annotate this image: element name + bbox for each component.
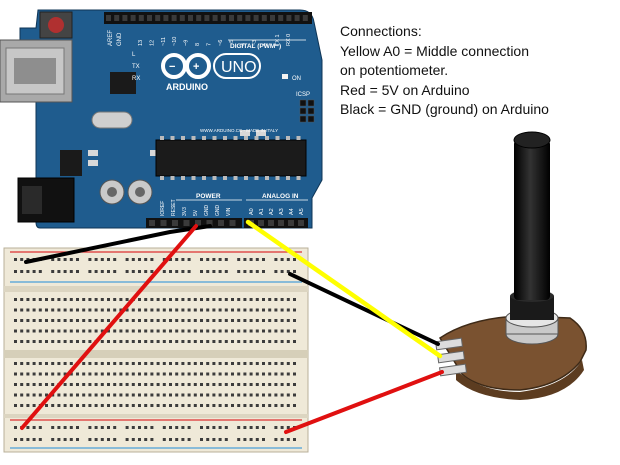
black-wire-pot	[288, 272, 440, 346]
digital-pin-label: 12	[149, 40, 155, 46]
svg-text:+: +	[193, 61, 199, 73]
digital-pin-label: ~3	[252, 40, 258, 46]
analog-pin-label: A2	[269, 208, 275, 215]
potentiometer	[435, 131, 587, 400]
notes-line-yellow: Yellow A0 = Middle connection	[340, 42, 529, 59]
analog-header	[244, 218, 308, 228]
red-wire-pot	[284, 370, 444, 434]
chip-pins	[160, 136, 301, 180]
digital-pin-label: 7	[206, 43, 212, 46]
digital-pin-label: ~9	[184, 40, 190, 46]
pot-terminals	[435, 337, 467, 377]
tx-label: TX	[132, 64, 140, 70]
l-label: L	[132, 52, 136, 58]
digital-pin-label: ~6	[218, 40, 224, 46]
gnd-label: GND	[117, 32, 123, 46]
digital-pin-label: 13	[138, 40, 144, 46]
red-wire-5v	[20, 224, 198, 430]
crystal	[91, 111, 133, 129]
analog-pin-label: A3	[279, 208, 285, 215]
analog-label: ANALOG IN	[262, 193, 299, 200]
analog-pin-label: A1	[259, 208, 265, 215]
power-header	[146, 218, 242, 228]
breadboard	[3, 247, 309, 453]
svg-text:−: −	[169, 61, 175, 73]
digital-pin-label: 4	[241, 43, 247, 46]
uno-logo-text: UNO	[221, 59, 257, 76]
power-pin-label: 5V	[193, 209, 199, 216]
analog-pin-label: A4	[289, 208, 295, 215]
digital-pin-label: ~10	[172, 37, 178, 46]
icsp-label: ICSP	[296, 92, 310, 98]
notes-line-black: Black = GND (ground) on Arduino	[340, 101, 549, 117]
power-pin-label: GND	[204, 205, 210, 217]
analog-pin-label: A5	[299, 208, 305, 215]
power-label: POWER	[196, 193, 221, 200]
aref-label: AREF	[108, 30, 114, 46]
arduino-logo: − +	[161, 53, 211, 79]
notes-line-red: Red = 5V on Arduino	[340, 81, 470, 98]
wires	[20, 219, 444, 434]
pot-knob	[514, 140, 550, 300]
power-pin-label: GND	[215, 205, 221, 217]
breadboard-divider	[4, 414, 308, 418]
breadboard-center-channel	[4, 350, 308, 358]
power-pin-label: IOREF	[160, 201, 166, 216]
icsp-header	[299, 99, 315, 123]
connections-notes: Connections: Yellow A0 = Middle connecti…	[340, 22, 610, 120]
digital-pin-label: 2	[263, 43, 269, 46]
microcontroller-chip	[155, 139, 307, 177]
power-pin-label: VIN	[226, 207, 232, 216]
power-pin-label: RESET	[171, 199, 177, 216]
digital-pin-label: 8	[195, 43, 201, 46]
yellow-wire-a0	[245, 219, 443, 359]
rx-label: RX	[132, 76, 140, 82]
usb-chip	[110, 72, 136, 94]
analog-pin-label: A0	[249, 208, 255, 215]
uno-badge	[213, 53, 261, 79]
notes-heading: Connections:	[340, 23, 422, 39]
on-label: ON	[292, 76, 301, 82]
power-pin-label: 3V3	[182, 207, 188, 216]
notes-line-yellow-cont: on potentiometer.	[340, 62, 449, 78]
brand-text: ARDUINO	[166, 82, 208, 92]
digital-pin-label: ~11	[161, 37, 167, 46]
breadboard-divider	[4, 286, 308, 292]
digital-pin-label: ~5	[229, 40, 235, 46]
digital-label: DIGITAL (PWM~)	[230, 43, 281, 50]
website-text: WWW.ARDUINO.CC - MADE IN ITALY	[200, 128, 278, 133]
